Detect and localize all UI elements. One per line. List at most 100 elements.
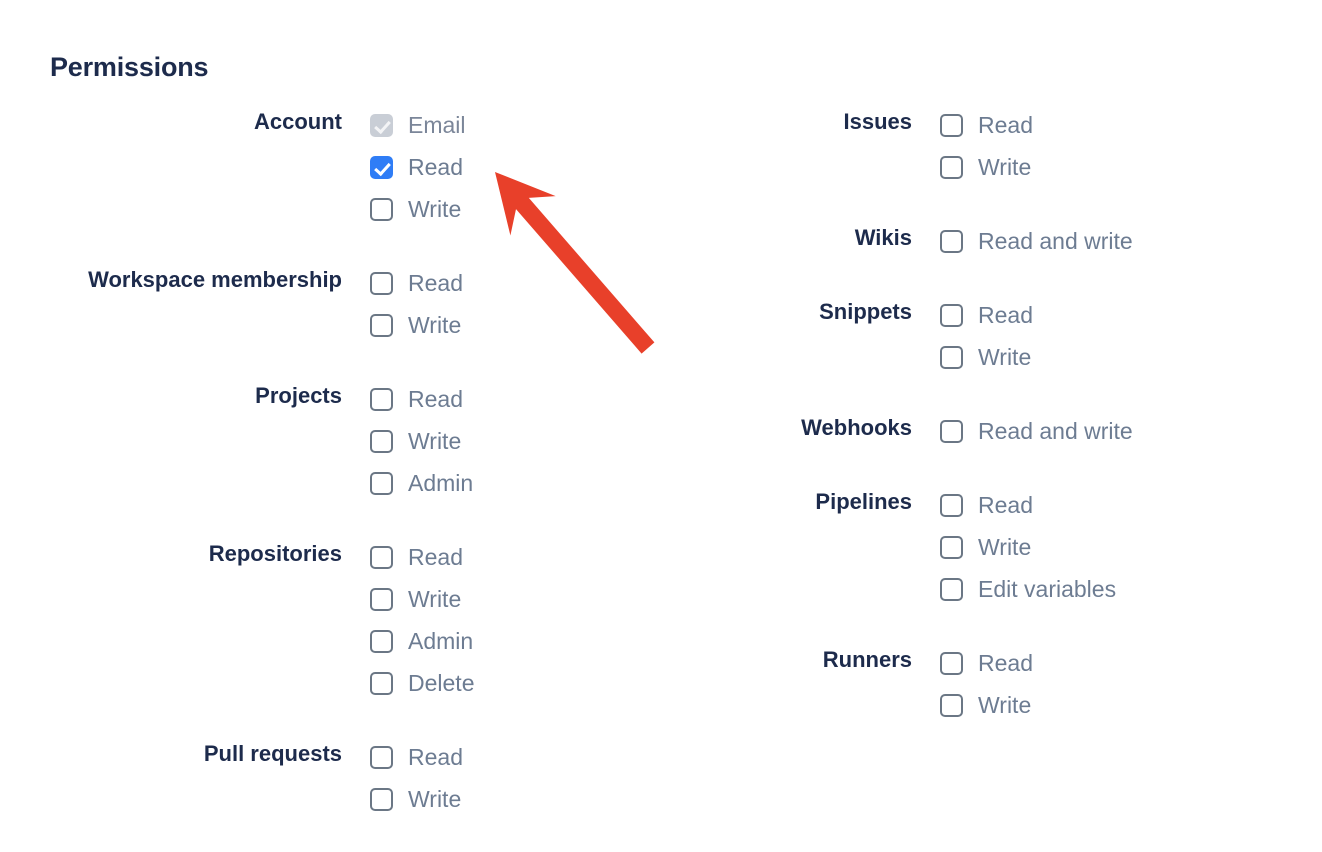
permission-option-row: Read and write	[940, 410, 1322, 452]
permission-options: Read and write	[912, 410, 1322, 452]
permission-option-row: Email	[370, 104, 660, 146]
checkbox-label[interactable]: Write	[408, 196, 462, 222]
checkbox-pull-requests-write[interactable]	[370, 787, 393, 811]
checkbox-label[interactable]: Write	[978, 692, 1032, 718]
permission-group-wikis: Wikis Read and write	[660, 220, 1322, 262]
checkbox-issues-write[interactable]	[940, 155, 963, 179]
permission-option-row: Admin	[370, 620, 660, 662]
checkbox-runners-read[interactable]	[940, 651, 963, 675]
permission-option-row: Read	[370, 146, 660, 188]
checkbox-label[interactable]: Read	[408, 154, 463, 180]
permission-option-row: Read	[370, 378, 660, 420]
checkbox-pipelines-write[interactable]	[940, 535, 963, 559]
checkbox-label[interactable]: Read and write	[978, 418, 1133, 444]
permission-group-label: Projects	[255, 383, 342, 408]
permission-group-label: Issues	[843, 109, 913, 134]
checkbox-label[interactable]: Write	[408, 428, 462, 454]
checkbox-label[interactable]: Write	[978, 534, 1032, 560]
checkbox-projects-read[interactable]	[370, 387, 393, 411]
permission-option-row: Write	[370, 420, 660, 462]
permission-option-row: Admin	[370, 462, 660, 504]
checkbox-label[interactable]: Read	[978, 492, 1033, 518]
checkbox-label[interactable]: Delete	[408, 670, 475, 696]
checkbox-repositories-delete[interactable]	[370, 671, 393, 695]
permission-option-row: Delete	[370, 662, 660, 704]
permission-option-row: Write	[370, 578, 660, 620]
checkbox-label[interactable]: Read	[408, 544, 463, 570]
permission-group-label: Wikis	[854, 225, 912, 250]
checkbox-pull-requests-read[interactable]	[370, 745, 393, 769]
permission-group-label: Pipelines	[815, 489, 912, 514]
permission-option-row: Write	[940, 684, 1322, 726]
checkbox-label[interactable]: Write	[408, 786, 462, 812]
checkbox-label[interactable]: Read	[408, 744, 463, 770]
permission-option-row: Read and write	[940, 220, 1322, 262]
checkbox-repositories-write[interactable]	[370, 587, 393, 611]
checkbox-webhooks-read-and-write[interactable]	[940, 419, 963, 443]
checkbox-label[interactable]: Read and write	[978, 228, 1133, 254]
checkbox-account-write[interactable]	[370, 197, 393, 221]
checkbox-wikis-read-and-write[interactable]	[940, 229, 963, 253]
permission-group-webhooks: Webhooks Read and write	[660, 410, 1322, 452]
permission-option-row: Read	[940, 104, 1322, 146]
checkbox-issues-read[interactable]	[940, 113, 963, 137]
page-title: Permissions	[50, 52, 209, 82]
permission-option-row: Write	[940, 146, 1322, 188]
permission-option-row: Write	[940, 336, 1322, 378]
checkbox-pipelines-edit-variables[interactable]	[940, 577, 963, 601]
checkbox-workspace-membership-read[interactable]	[370, 271, 393, 295]
checkbox-projects-write[interactable]	[370, 429, 393, 453]
permission-options: Read and write	[912, 220, 1322, 262]
checkbox-projects-admin[interactable]	[370, 471, 393, 495]
checkbox-repositories-admin[interactable]	[370, 629, 393, 653]
checkbox-label[interactable]: Admin	[408, 628, 474, 654]
checkbox-runners-write[interactable]	[940, 693, 963, 717]
permission-option-row: Write	[370, 778, 660, 820]
checkbox-account-email	[370, 113, 393, 137]
permission-option-row: Read	[940, 294, 1322, 336]
checkbox-label: Email	[408, 112, 466, 138]
checkbox-label[interactable]: Read	[408, 386, 463, 412]
checkbox-label[interactable]: Read	[408, 270, 463, 296]
permission-option-row: Read	[370, 262, 660, 304]
checkbox-label[interactable]: Read	[978, 650, 1033, 676]
permission-option-row: Read	[370, 536, 660, 578]
checkbox-workspace-membership-write[interactable]	[370, 313, 393, 337]
permission-option-row: Read	[370, 736, 660, 778]
permission-option-row: Write	[370, 304, 660, 346]
permission-group-label: Snippets	[819, 299, 912, 324]
checkbox-label[interactable]: Read	[978, 112, 1033, 138]
permission-group-label: Account	[254, 109, 342, 134]
checkbox-label[interactable]: Edit variables	[978, 576, 1117, 602]
checkbox-label[interactable]: Admin	[408, 470, 474, 496]
checkbox-label[interactable]: Write	[408, 312, 462, 338]
permission-group-label: Webhooks	[801, 415, 912, 440]
permission-option-row: Write	[940, 526, 1322, 568]
checkbox-pipelines-read[interactable]	[940, 493, 963, 517]
checkbox-snippets-write[interactable]	[940, 345, 963, 369]
checkbox-snippets-read[interactable]	[940, 303, 963, 327]
checkbox-repositories-read[interactable]	[370, 545, 393, 569]
checkbox-label[interactable]: Write	[978, 154, 1032, 180]
permission-option-row: Read	[940, 642, 1322, 684]
checkbox-account-read[interactable]	[370, 155, 393, 179]
checkbox-label[interactable]: Read	[978, 302, 1033, 328]
checkbox-label[interactable]: Write	[408, 586, 462, 612]
checkbox-label[interactable]: Write	[978, 344, 1032, 370]
permission-option-row: Read	[940, 484, 1322, 526]
